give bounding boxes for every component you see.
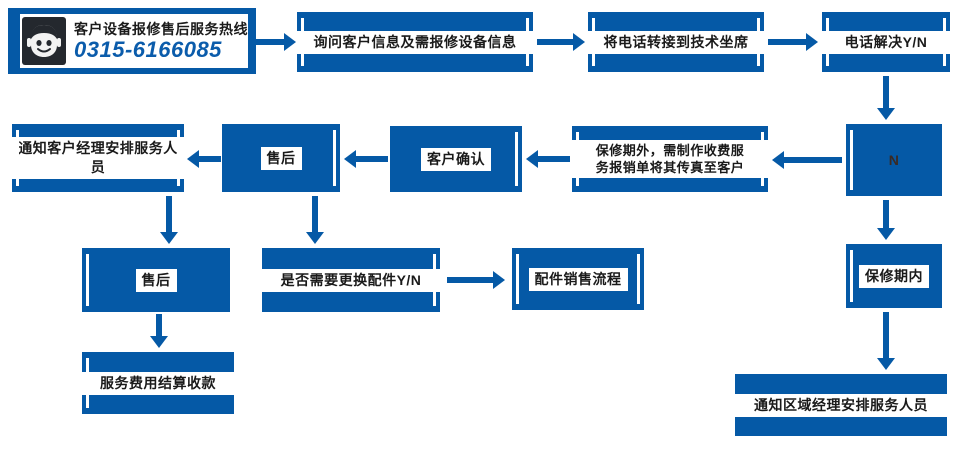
node-edge-notch [850,130,853,190]
arrow-branch-n-to-out-warranty [772,151,842,169]
arrow-shaft [883,312,889,358]
arrow-shaft [538,156,570,162]
arrow-shaft [166,196,172,232]
arrow-head [806,33,818,51]
node-label: N [888,151,900,168]
arrow-head [160,232,178,244]
node-label: 通知区域经理安排服务人员 [735,393,947,417]
hotline-title: 客户设备报修售后服务热线 [74,20,248,37]
node-branch-n[interactable]: N [846,124,942,196]
node-edge-notch [86,254,89,306]
node-edge-notch [515,132,518,186]
arrow-head [877,358,895,370]
node-label: 售后 [260,146,302,170]
node-edge-notch [637,254,640,304]
arrow-hotline-to-ask [256,33,296,51]
node-edge-notch [16,130,19,186]
arrow-branch-n-to-in-warranty [877,200,895,240]
node-edge-notch [516,254,519,304]
arrow-shaft [883,200,889,228]
node-fee-settlement[interactable]: 服务费用结算收款 [82,352,234,414]
arrow-transfer-to-resolved [768,33,818,51]
node-label: 电话解决Y/N [822,30,950,54]
arrow-need-parts-to-parts-flow [447,271,505,289]
node-label: 客户确认 [421,147,491,171]
node-parts-sales-flow[interactable]: 配件销售流程 [512,248,644,310]
node-label: 询问客户信息及需报修设备信息 [297,30,533,54]
arrow-head [306,232,324,244]
arrow-shaft [312,196,318,232]
arrow-fax-to-need-parts [306,196,324,244]
node-fax-after-sales[interactable]: 售后 [222,124,340,192]
customer-service-avatar-icon [22,17,66,65]
node-edge-notch [592,18,595,66]
arrow-in-warranty-to-notify-area [877,312,895,370]
node-notify-cust-manager[interactable]: 通知客户经理安排服务人员 [12,124,184,192]
arrow-shaft [537,39,573,45]
arrow-head [772,151,784,169]
arrow-shaft [447,277,493,283]
node-label: 服务费用结算收款 [82,371,234,395]
node-edge-notch [177,130,180,186]
hotline-phone-number: 0315-6166085 [74,36,222,62]
arrow-shaft [256,39,284,45]
node-edge-notch [526,18,529,66]
node-label: 将电话转接到技术坐席 [588,30,764,54]
node-out-of-warranty[interactable]: 保修期外，需制作收费服 务报销单将其传真至客户 [572,126,768,192]
node-edge-notch [301,18,304,66]
node-edge-notch [850,250,853,302]
hotline-text-block: 客户设备报修售后服务热线 0315-6166085 [74,21,248,62]
arrow-confirm-to-fax [344,150,388,168]
node-transfer-tech[interactable]: 将电话转接到技术坐席 [588,12,764,72]
node-customer-confirm[interactable]: 客户确认 [390,126,522,192]
arrow-out-warranty-to-confirm [526,150,570,168]
arrow-head [284,33,296,51]
arrow-head [150,336,168,348]
arrow-ask-to-transfer [537,33,585,51]
node-edge-notch [333,130,336,186]
arrow-shaft [199,156,221,162]
node-label: 配件销售流程 [528,267,628,291]
node-edge-notch [433,254,436,306]
node-label: 是否需要更换配件Y/N [262,268,440,292]
arrow-shaft [883,76,889,108]
hotline-banner: 客户设备报修售后服务热线 0315-6166085 [8,8,256,74]
arrow-shaft [156,314,162,336]
arrow-head [877,228,895,240]
hotline-banner-inner: 客户设备报修售后服务热线 0315-6166085 [20,14,248,68]
arrow-head [526,150,538,168]
arrow-after-sales-to-fee [150,314,168,348]
arrow-fax-to-notify-cust [187,150,221,168]
arrow-shaft [784,157,842,163]
node-in-warranty[interactable]: 保修期内 [846,244,942,308]
node-label: 保修期内 [859,264,929,288]
node-label: 通知客户经理安排服务人员 [12,137,184,179]
arrow-resolved-to-branch-n [877,76,895,120]
node-label: 保修期外，需制作收费服 务报销单将其传真至客户 [572,140,768,178]
node-edge-notch [757,18,760,66]
node-edge-notch [576,132,579,186]
node-phone-resolved[interactable]: 电话解决Y/N [822,12,950,72]
arrow-head [573,33,585,51]
arrow-shaft [356,156,388,162]
arrow-head [344,150,356,168]
arrow-shaft [768,39,806,45]
node-ask-info[interactable]: 询问客户信息及需报修设备信息 [297,12,533,72]
node-need-parts[interactable]: 是否需要更换配件Y/N [262,248,440,312]
node-edge-notch [86,358,89,408]
node-notify-area-manager[interactable]: 通知区域经理安排服务人员 [735,374,947,436]
arrow-notify-cust-to-after-sales [160,196,178,244]
node-edge-notch [826,18,829,66]
node-edge-notch [943,18,946,66]
arrow-head [187,150,199,168]
arrow-head [877,108,895,120]
node-edge-notch [761,132,764,186]
node-label: 售后 [135,268,177,292]
arrow-head [493,271,505,289]
node-after-sales-2[interactable]: 售后 [82,248,230,312]
